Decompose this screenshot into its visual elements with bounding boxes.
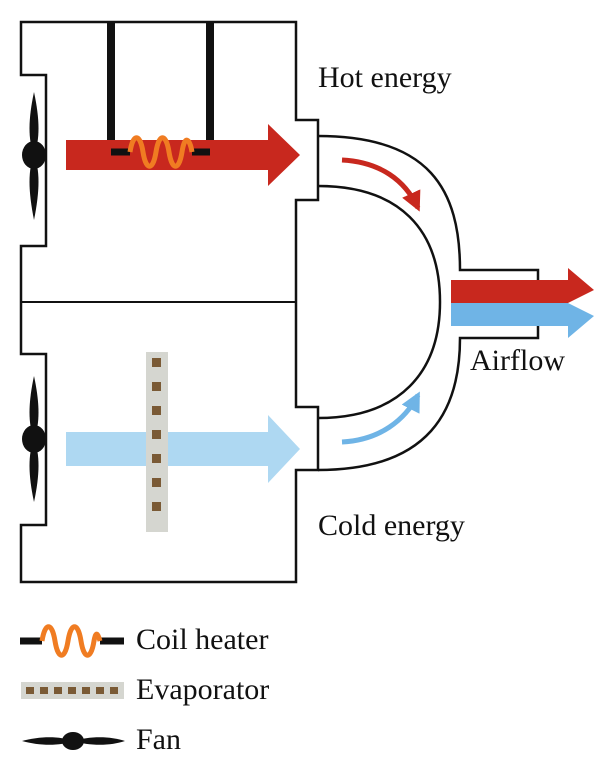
legend-coil-heater-label: Coil heater xyxy=(136,623,269,656)
airflow-output-cold-arrow xyxy=(451,303,594,338)
legend-coil-heater-icon xyxy=(20,624,124,658)
evaporator xyxy=(146,352,168,532)
cold-energy-label: Cold energy xyxy=(318,509,465,542)
legend-evaporator-label: Evaporator xyxy=(136,673,270,706)
hot-chamber-fan xyxy=(22,92,46,220)
legend-fan-icon xyxy=(22,732,125,750)
cold-chamber-fan xyxy=(22,376,46,502)
coil-heater-element xyxy=(111,135,210,169)
airflow-output-hot-arrow xyxy=(451,268,594,303)
duct-inner-wall xyxy=(317,184,442,420)
airflow-label: Airflow xyxy=(470,344,565,377)
hot-flow-curve-arrow xyxy=(341,157,421,212)
coil-heater xyxy=(107,22,214,152)
housing-outline xyxy=(19,20,320,584)
hot-energy-label: Hot energy xyxy=(318,61,452,94)
legend-fan-label: Fan xyxy=(136,723,181,756)
cold-flow-curve-arrow xyxy=(341,391,421,445)
cold-airflow-arrow xyxy=(66,415,300,483)
legend-evaporator-icon xyxy=(21,682,124,699)
